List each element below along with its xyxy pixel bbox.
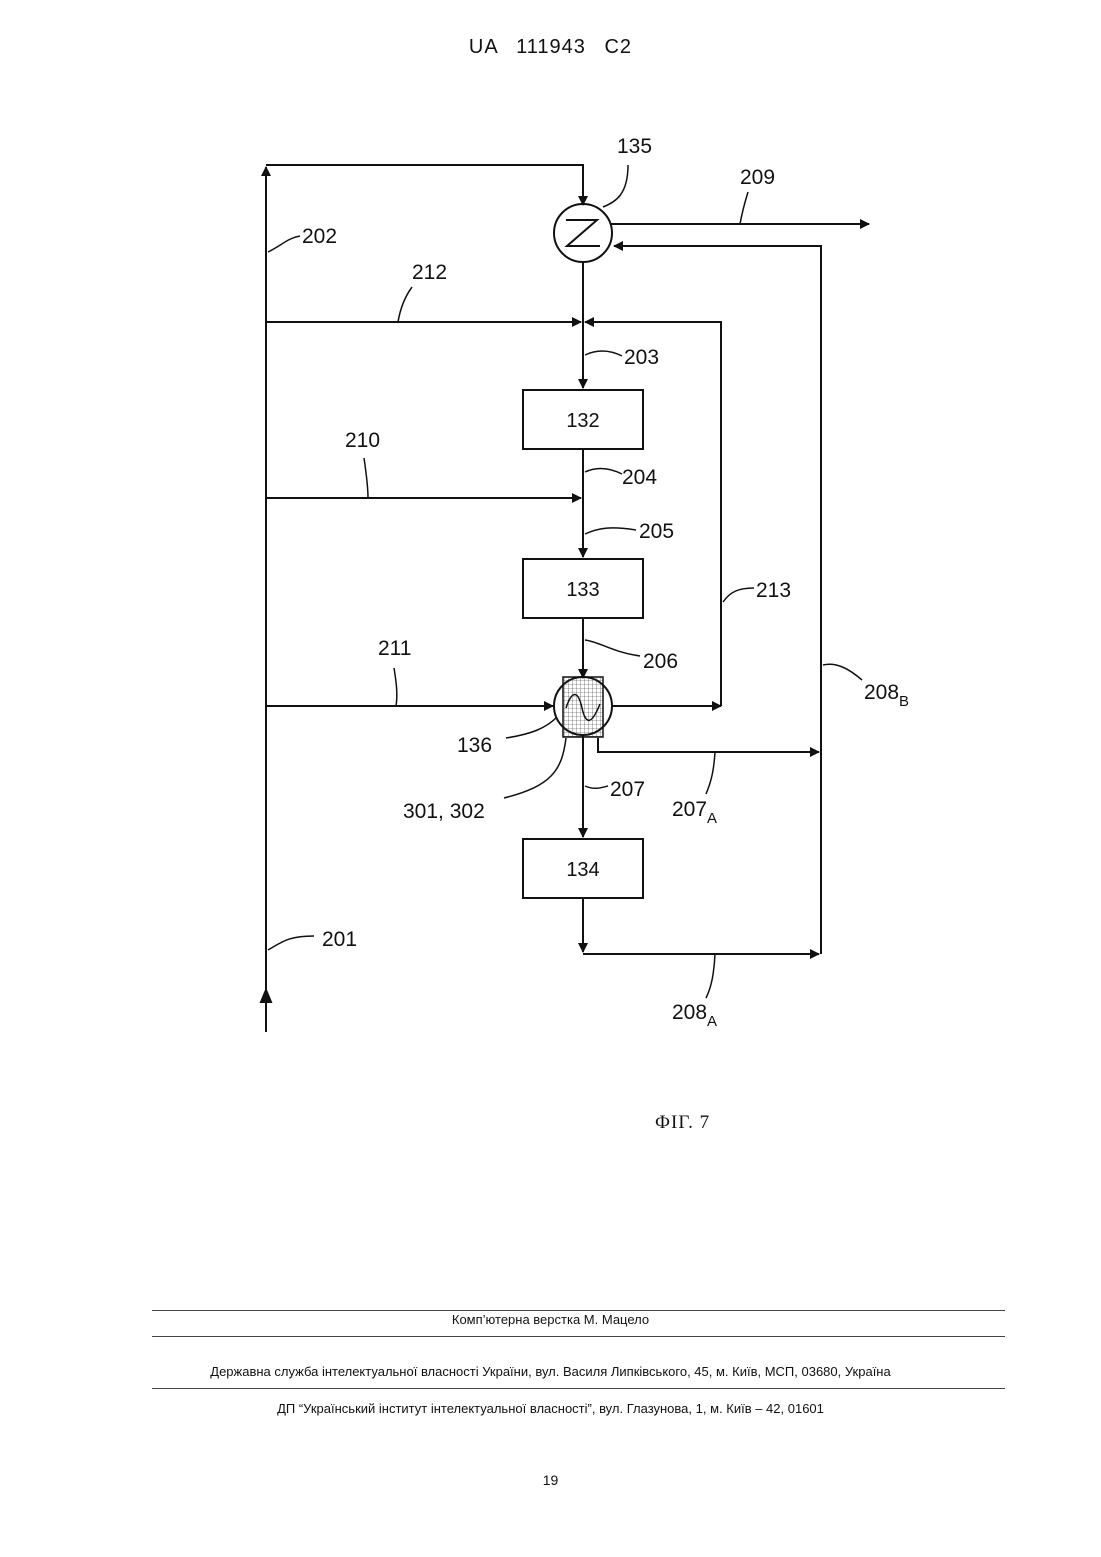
block-133-label: 133 (566, 579, 599, 601)
leader-206 (585, 640, 640, 656)
leader-211 (394, 668, 397, 706)
label-207a: 207A (672, 798, 717, 827)
label-205: 205 (639, 520, 674, 543)
label-208b-main: 208 (864, 681, 899, 704)
leader-209 (740, 192, 748, 224)
leader-207a (706, 752, 715, 794)
leader-136 (506, 717, 557, 738)
label-210: 210 (345, 429, 380, 452)
label-203: 203 (624, 346, 659, 369)
figure-caption: ФІГ. 7 (655, 1112, 710, 1134)
label-201: 201 (322, 928, 357, 951)
leader-212 (398, 287, 412, 322)
leader-210 (364, 458, 368, 498)
leader-205 (585, 528, 636, 534)
leader-213 (723, 588, 754, 602)
label-206: 206 (643, 650, 678, 673)
leader-207 (585, 786, 608, 788)
label-208a-main: 208 (672, 1001, 707, 1024)
label-213: 213 (756, 579, 791, 602)
page-number: 19 (0, 1472, 1101, 1488)
footer-layout-credit: Комп’ютерна верстка М. Мацело (0, 1312, 1101, 1327)
leader-208a (706, 954, 715, 998)
footer-rule-middle (152, 1336, 1005, 1337)
heat-exchanger-coil (566, 220, 600, 246)
label-211: 211 (378, 637, 411, 660)
label-212: 212 (412, 261, 447, 284)
label-207: 207 (610, 778, 645, 801)
block-134-label: 134 (566, 859, 599, 881)
label-208a: 208A (672, 1001, 717, 1030)
leader-208b (823, 664, 862, 680)
footer-rule-bottom (152, 1388, 1005, 1389)
leader-204 (585, 468, 622, 474)
label-204: 204 (622, 466, 657, 489)
label-209: 209 (740, 166, 775, 189)
footer-institute: ДП “Український інститут інтелектуальної… (0, 1401, 1101, 1416)
leader-202 (268, 236, 300, 252)
label-207a-sub: A (707, 810, 717, 827)
label-202: 202 (302, 225, 337, 248)
label-208b: 208B (864, 681, 909, 710)
leader-203 (585, 351, 622, 356)
label-136: 136 (457, 734, 492, 757)
arrow-201-lower (261, 990, 271, 1002)
footer-ip-service: Державна служба інтелектуальної власност… (0, 1364, 1101, 1379)
label-135: 135 (617, 135, 652, 158)
leader-301 (504, 738, 566, 798)
stream-207a-line (598, 738, 819, 752)
leader-201 (268, 936, 314, 950)
footer-rule-top (152, 1310, 1005, 1311)
label-208a-sub: A (707, 1013, 717, 1030)
leader-135 (603, 165, 628, 207)
label-301-302: 301, 302 (403, 800, 485, 823)
stream-213-line (585, 322, 721, 706)
stream-to-exchanger (266, 165, 583, 205)
label-208b-sub: B (899, 693, 909, 710)
analyzer-grid-301-302 (563, 677, 603, 737)
label-207a-main: 207 (672, 798, 707, 821)
block-132-label: 132 (566, 410, 599, 432)
